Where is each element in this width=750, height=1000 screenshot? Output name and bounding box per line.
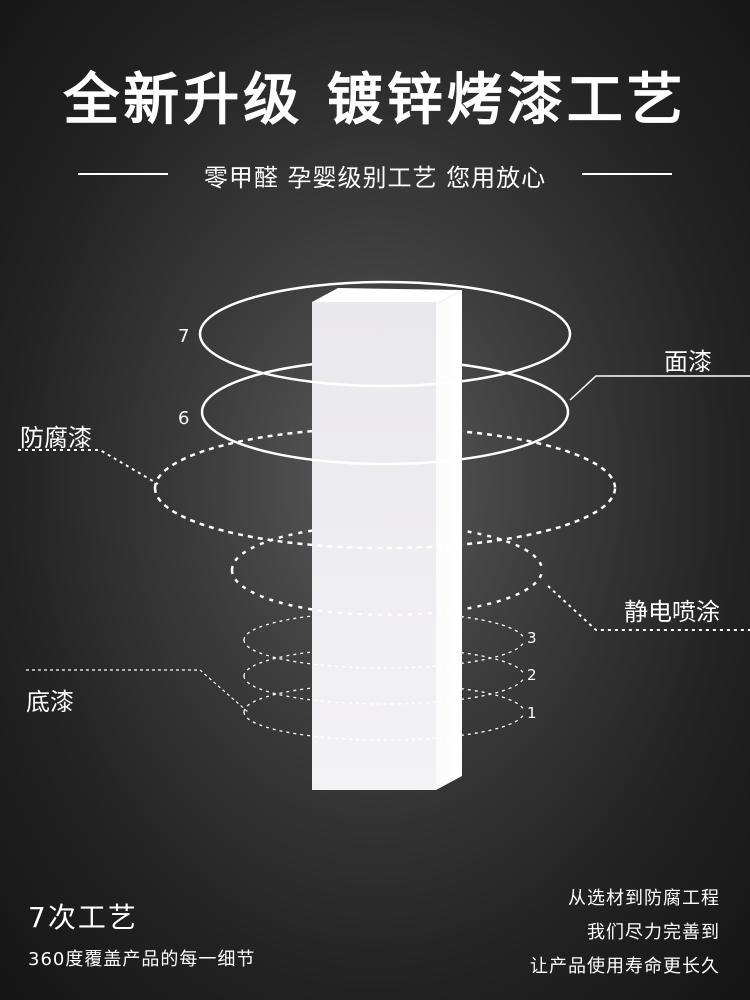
subtitle: 零甲醛 孕婴级别工艺 您用放心	[203, 164, 547, 192]
subtitle-row: 零甲醛 孕婴级别工艺 您用放心	[0, 158, 750, 192]
ring-6-front	[200, 411, 570, 466]
promise-text: 从选材到防腐工程 我们尽力完善到 让产品使用寿命更长久	[530, 882, 720, 984]
leader-lines	[18, 375, 750, 713]
subtitle-right-rule	[582, 173, 672, 175]
promise-line-1: 从选材到防腐工程	[568, 888, 720, 909]
process-coverage: 360度覆盖产品的每一细节	[28, 949, 256, 970]
label-anticorrosion: 防腐漆	[20, 424, 92, 452]
ring-1-front	[243, 711, 525, 741]
leader-primer	[26, 669, 249, 713]
promise-line-3: 让产品使用寿命更长久	[530, 956, 720, 977]
rings-front	[153, 333, 617, 741]
ring-3-front	[243, 639, 525, 669]
pillar-top	[312, 288, 462, 304]
white-bar-pillar	[312, 288, 462, 790]
ring-7-back	[198, 280, 572, 335]
ring-anticorrosion-back	[153, 426, 617, 489]
label-primer: 底漆	[26, 688, 74, 716]
process-count: 7次工艺	[28, 901, 138, 934]
pillar-side	[436, 290, 462, 790]
page-title: 全新升级 镀锌烤漆工艺	[63, 68, 687, 133]
layer-number-7: 7	[178, 326, 190, 347]
layer-number-2: 2	[527, 666, 537, 684]
leader-anticorrosion	[18, 449, 159, 485]
label-top-coat: 面漆	[664, 348, 712, 376]
subtitle-left-rule	[78, 173, 168, 175]
ring-2-front	[243, 675, 525, 705]
layer-number-1: 1	[527, 704, 537, 722]
leader-top-coat	[569, 375, 750, 401]
ring-anticorrosion-front	[153, 487, 617, 550]
promise-line-2: 我们尽力完善到	[587, 922, 720, 943]
layer-number-3: 3	[527, 629, 537, 647]
ring-7-front	[198, 333, 572, 388]
label-electrostatic: 静电喷涂	[624, 598, 720, 626]
leader-electrostatic	[547, 585, 750, 631]
layer-number-6: 6	[178, 408, 190, 429]
